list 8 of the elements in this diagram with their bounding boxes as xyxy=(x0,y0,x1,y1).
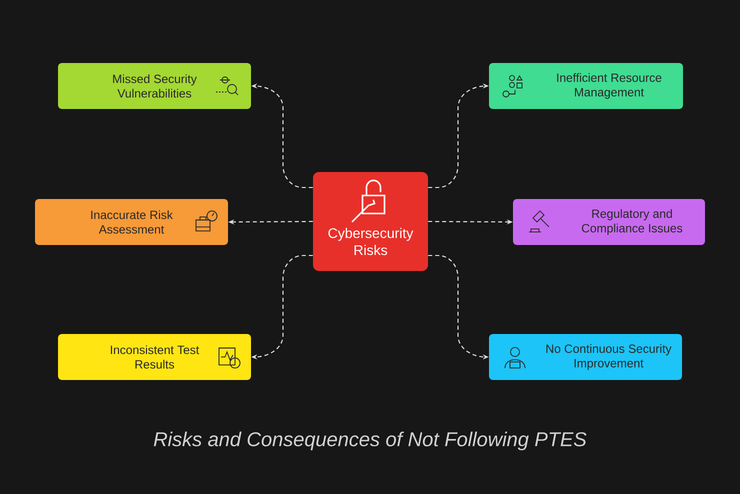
consequence-box: Inefficient Resource Management xyxy=(489,63,683,109)
consequence-box: Inaccurate Risk Assessment xyxy=(35,199,228,245)
risk-box: Cybersecurity Risks xyxy=(313,172,428,271)
consequence-box: Regulatory and Compliance Issues xyxy=(513,199,705,245)
consequence-box: Inconsistent Test Results xyxy=(58,334,251,380)
caption: Risks and Consequences of Not Following PTES xyxy=(154,432,586,450)
consequence-box: No Continuous Security Improvement xyxy=(489,334,682,380)
consequence-box: Missed Security Vulnerabilities xyxy=(58,63,251,109)
